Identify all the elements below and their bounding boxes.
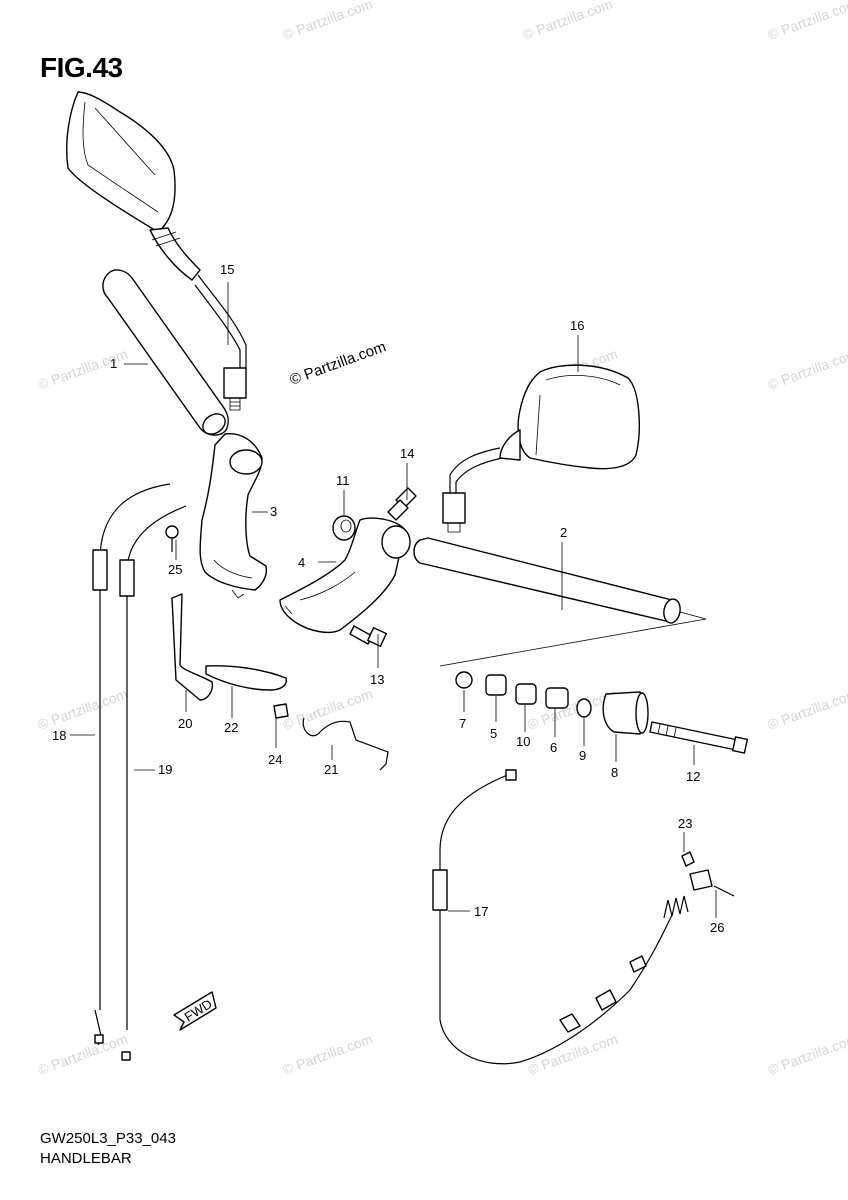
watermark-text: © Partzilla.com	[281, 0, 375, 43]
callout-1: 1	[110, 356, 117, 371]
callout-19: 19	[158, 762, 172, 777]
small-cap	[681, 851, 695, 867]
callout-4: 4	[298, 555, 305, 570]
bolt-small	[165, 525, 179, 552]
handlebar-pipe	[413, 537, 707, 667]
callout-18: 18	[52, 728, 66, 743]
holder-left	[199, 433, 268, 599]
watermark-text: © Partzilla.com	[766, 346, 848, 393]
callout-17: 17	[474, 904, 488, 919]
watermark-center: © Partzilla.com	[288, 338, 389, 389]
holder-right	[279, 517, 411, 634]
clutch-cable	[432, 769, 673, 1065]
watermark-text: © Partzilla.com	[281, 1031, 375, 1078]
callout-10: 10	[516, 734, 530, 749]
watermark-text: © Partzilla.com	[766, 1031, 848, 1078]
watermark-text: © Partzilla.com	[36, 1031, 130, 1078]
callout-25: 25	[168, 562, 182, 577]
callout-8: 8	[611, 765, 618, 780]
figure-title: FIG.43	[40, 52, 123, 83]
callout-12: 12	[686, 769, 700, 784]
callout-2: 2	[560, 525, 567, 540]
callout-15: 15	[220, 262, 234, 277]
diagram-name: HANDLEBAR	[40, 1150, 132, 1167]
leader-lines	[70, 282, 717, 918]
watermark-text: © Partzilla.com	[521, 0, 615, 43]
diagram-code: GW250L3_P33_043	[40, 1130, 176, 1147]
callout-9: 9	[579, 748, 586, 763]
clip	[273, 703, 289, 719]
watermark-text: © Partzilla.com	[36, 686, 130, 733]
watermark-text: © Partzilla.com	[766, 686, 848, 733]
throttle-cables	[92, 483, 187, 1061]
callout-7: 7	[459, 716, 466, 731]
bracket	[171, 593, 214, 701]
callout-11: 11	[336, 473, 350, 488]
bolt-lower	[349, 625, 388, 648]
callout-22: 22	[224, 720, 238, 735]
mirror-right	[442, 364, 640, 533]
callout-5: 5	[490, 726, 497, 741]
callout-14: 14	[400, 446, 414, 461]
callout-13: 13	[370, 672, 384, 687]
clamp	[205, 665, 287, 691]
callout-6: 6	[550, 740, 557, 755]
wire-guide	[302, 717, 389, 771]
callout-26: 26	[710, 920, 724, 935]
cap	[332, 515, 356, 541]
fwd-arrow: FWD	[173, 991, 217, 1031]
adjuster	[663, 869, 735, 919]
long-bolt	[649, 721, 749, 754]
callout-16: 16	[570, 318, 584, 333]
callout-23: 23	[678, 816, 692, 831]
grip-left	[102, 269, 229, 436]
callout-24: 24	[268, 752, 282, 767]
callout-3: 3	[270, 504, 277, 519]
callout-20: 20	[178, 716, 192, 731]
mirror-left	[66, 91, 247, 411]
bolt-upper	[387, 487, 417, 521]
callout-numbers: 1 2 3 4 5 6 7 8 9 10 11 12 13 14 15 16 1…	[52, 262, 724, 935]
weight-assembly	[455, 671, 649, 735]
watermark-text: © Partzilla.com	[766, 0, 848, 43]
callout-21: 21	[324, 762, 338, 777]
